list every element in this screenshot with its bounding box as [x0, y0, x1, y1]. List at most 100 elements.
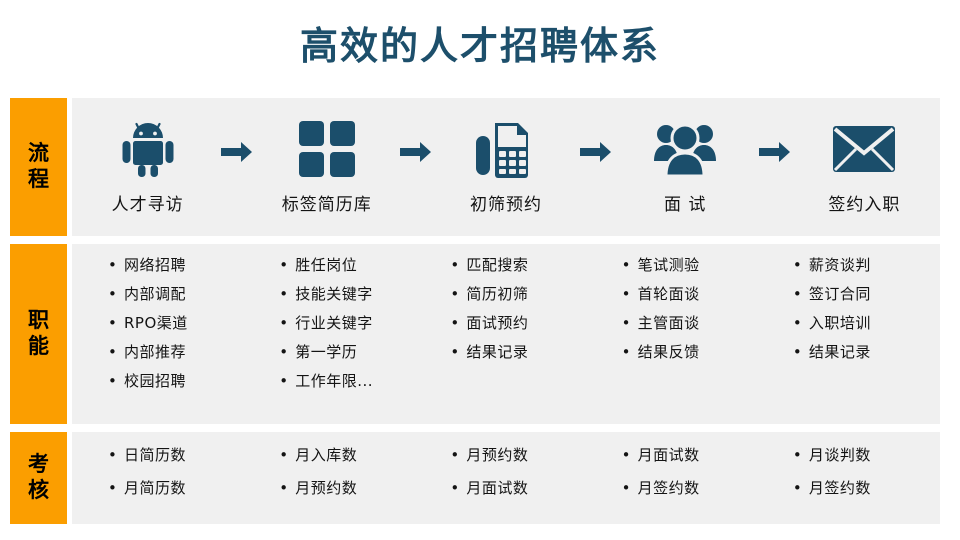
- bullet-icon: •: [792, 343, 802, 361]
- list-item-label: 签订合同: [808, 285, 871, 303]
- bullet-icon: •: [279, 372, 289, 390]
- bullet-icon: •: [108, 446, 117, 464]
- fax-machine-icon: [475, 120, 537, 178]
- list-item: •月面试数: [622, 448, 700, 463]
- android-robot-icon: [118, 120, 178, 178]
- function-column: • 薪资谈判 •签订合同 • 入职培训 • 结果记录: [763, 258, 934, 414]
- function-row: 职能 •网络招聘 •内部调配 •RPO渠道 •内部推荐 •校园招聘 •胜任岗位 …: [10, 244, 940, 424]
- bullet-icon: •: [279, 314, 289, 332]
- assessment-row: 考核 •日简历数 •月简历数 •月入库数 •月预约数 •月预约数 •月面试数 •…: [10, 432, 940, 524]
- bullet-icon: •: [792, 256, 802, 274]
- list-item: • 日简历数: [108, 448, 186, 463]
- process-step-resume-library[interactable]: 标签简历库: [257, 120, 396, 215]
- list-item-label: 薪资谈判: [808, 256, 871, 274]
- process-step-interview[interactable]: 面 试: [616, 120, 755, 215]
- list-item: •简历初筛: [450, 287, 528, 302]
- list-item-label: 结果记录: [808, 343, 871, 361]
- list-item: • 月预约数: [279, 481, 357, 496]
- bullet-icon: •: [279, 479, 289, 497]
- bullet-icon: •: [621, 446, 631, 464]
- title-bar: 高效的人才招聘体系: [0, 0, 960, 92]
- arrow-right-icon: [396, 141, 436, 163]
- process-step-signing-onboarding[interactable]: 签约入职: [795, 120, 934, 215]
- function-columns: •网络招聘 •内部调配 •RPO渠道 •内部推荐 •校园招聘 •胜任岗位 •技能…: [72, 244, 940, 424]
- list-item: •月签约数: [793, 481, 871, 496]
- list-item: •月简历数: [108, 481, 186, 496]
- assessment-column: •月面试数 • 月签约数: [592, 448, 763, 514]
- row-label-function: 职能: [10, 244, 67, 424]
- list-item: • 结果记录: [793, 345, 871, 360]
- bullet-icon: •: [621, 343, 631, 361]
- list-item-label: 技能关键字: [295, 285, 373, 303]
- arrow-right-icon: [576, 141, 616, 163]
- list-item: •结果记录: [450, 345, 528, 360]
- list-item: •匹配搜索: [450, 258, 528, 273]
- list-item: •月谈判数: [793, 448, 871, 463]
- list-item-label: 内部推荐: [124, 343, 187, 361]
- function-column: •网络招聘 • 内部调配 •RPO渠道 • 内部推荐 • 校园招聘: [78, 258, 249, 414]
- list-item: • 校园招聘: [108, 374, 186, 389]
- list-item-label: 日简历数: [124, 446, 187, 464]
- process-step-label: 标签简历库: [281, 194, 372, 215]
- list-item-label: 校园招聘: [124, 372, 187, 390]
- bullet-icon: •: [279, 446, 289, 464]
- list-item-label: 行业关键字: [295, 314, 373, 332]
- four-squares-grid-icon: [298, 120, 356, 178]
- list-item: • 月签约数: [622, 481, 700, 496]
- list-item-label: 胜任岗位: [295, 256, 358, 274]
- arrow-right-icon: [755, 141, 795, 163]
- list-item: •网络招聘: [108, 258, 186, 273]
- list-item-label: 月预约数: [295, 479, 358, 497]
- list-item-label: 月入库数: [295, 446, 358, 464]
- function-column: •匹配搜索 •简历初筛 • 面试预约 •结果记录: [420, 258, 591, 414]
- bullet-icon: •: [450, 343, 460, 361]
- list-item: •RPO渠道: [108, 316, 188, 331]
- row-label-assessment: 考核: [10, 432, 67, 524]
- list-item: •签订合同: [793, 287, 871, 302]
- list-item: • 月入库数: [279, 448, 357, 463]
- bullet-icon: •: [621, 479, 631, 497]
- list-item: •月面试数: [450, 481, 528, 496]
- list-item: •工作年限...: [279, 374, 373, 389]
- function-column: •笔试测验 •首轮面谈 •主管面谈 •结果反馈: [592, 258, 763, 414]
- list-item-label: 面试预约: [466, 314, 529, 332]
- process-track: 人才寻访: [72, 98, 940, 236]
- list-item-label: 月签约数: [637, 479, 700, 497]
- bullet-icon: •: [450, 479, 460, 497]
- list-item: • 行业关键字: [279, 316, 373, 331]
- process-step-label: 面 试: [664, 194, 707, 215]
- list-item-label: 网络招聘: [124, 256, 187, 274]
- page-title: 高效的人才招聘体系: [299, 24, 660, 68]
- bullet-icon: •: [108, 314, 117, 332]
- bullet-icon: •: [279, 343, 289, 361]
- list-item-label: 第一学历: [295, 343, 358, 361]
- assessment-column: • 月入库数 • 月预约数: [249, 448, 420, 514]
- list-item: • 结果反馈: [622, 345, 700, 360]
- list-item-label: 结果反馈: [637, 343, 700, 361]
- bullet-icon: •: [450, 285, 460, 303]
- list-item-label: 入职培训: [808, 314, 871, 332]
- process-step-screening-appointment[interactable]: 初筛预约: [436, 120, 575, 215]
- list-item-label: 内部调配: [124, 285, 187, 303]
- assessment-columns: •日简历数 •月简历数 •月入库数 •月预约数 •月预约数 •月面试数 •月面试…: [72, 432, 940, 524]
- list-item: • 第一学历: [279, 345, 357, 360]
- process-step-talent-search[interactable]: 人才寻访: [78, 120, 217, 215]
- bullet-icon: •: [279, 285, 289, 303]
- list-item: • 入职培训: [793, 316, 871, 331]
- bullet-icon: •: [621, 256, 631, 274]
- bullet-icon: •: [792, 314, 802, 332]
- bullet-icon: •: [279, 256, 289, 274]
- assessment-column: •月谈判数 •月签约数: [763, 448, 934, 514]
- list-item: • 技能关键字: [279, 287, 373, 302]
- list-item: •主管面谈: [622, 316, 700, 331]
- list-item-label: 笔试测验: [637, 256, 700, 274]
- list-item: • 薪资谈判: [793, 258, 871, 273]
- bullet-icon: •: [108, 285, 117, 303]
- people-group-icon: [653, 120, 717, 178]
- bullet-icon: •: [108, 372, 117, 390]
- bullet-icon: •: [450, 446, 460, 464]
- bullet-icon: •: [792, 446, 802, 464]
- list-item: •月预约数: [450, 448, 528, 463]
- assessment-column: •月预约数 •月面试数: [420, 448, 591, 514]
- bullet-icon: •: [108, 479, 117, 497]
